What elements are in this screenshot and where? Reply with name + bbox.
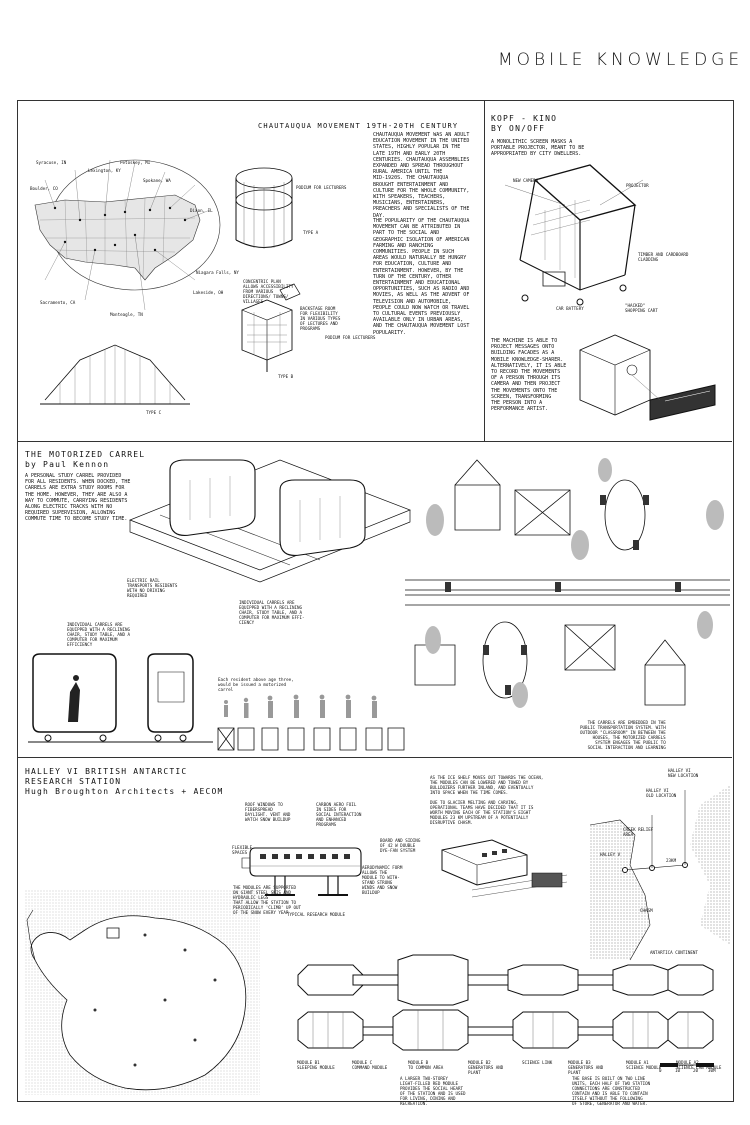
resident-figures-drawing (218, 694, 408, 756)
type-c-tent-drawing (40, 340, 190, 410)
label-car-battery: CAR BATTERY (556, 306, 584, 311)
label-chasm: CHASM (640, 908, 653, 913)
city-label-monteagle: Monteagle, TN (110, 312, 143, 317)
scale-bar (660, 1063, 714, 1067)
scale-label-20: 20 (693, 1068, 699, 1073)
divider-carrel-halley (17, 757, 732, 758)
label-module-a2: MODULE A2 SCIENCE LAB MODULE (676, 1060, 722, 1070)
city-label-petoskey: Petoskey, MI (120, 160, 151, 165)
label-typical-module: TYPICAL RESEARCH MODULE (287, 912, 345, 917)
city-label-spokane: Spokane, WA (143, 178, 171, 183)
research-module-drawing (240, 840, 370, 910)
chautauqua-text-1: CHAUTAUQUA MOVEMENT WAS AN ADULT EDUCATI… (373, 132, 470, 219)
label-halley-vi-old: HALLEY VI OLD LOCATION (646, 788, 677, 798)
label-backstage: BACKSTAGE ROOM FOR FLEXIBILITY IN VARIOU… (300, 306, 341, 331)
city-label-sacramento: Sacramento, CA (40, 300, 76, 305)
station-plan-drawing (293, 955, 723, 1055)
carrel-heading: THE MOTORIZED CARREL by Paul Kennon (25, 450, 146, 469)
type-b-pavilion-drawing (232, 280, 302, 375)
scale-label-0: 0 (659, 1068, 662, 1073)
kino-projection-drawing (570, 330, 725, 430)
label-carrels-embedded: THE CARRELS ARE EMBEDDED IN THE PUBLIC T… (580, 720, 666, 750)
city-label-dixon: Dixon, IL (190, 208, 213, 213)
label-concentric-plan: CONCENTRIC PLAN ALLOWS ACCESSIBILITY FRO… (243, 279, 294, 304)
type-a-tent-drawing (234, 160, 294, 260)
label-podium-2: PODIUM FOR LECTURERS (325, 335, 376, 340)
city-label-lakeside: Lakeside, OH (193, 290, 224, 295)
label-module-b2: MODULE B2 GENERATORS AND PLANT (468, 1060, 504, 1075)
label-individual-carrels-1: INDIVIDUAL CARRELS ARE EQUIPPED WITH A R… (239, 600, 305, 625)
label-type-c: TYPE C (146, 410, 162, 415)
label-type-b: TYPE B (278, 374, 294, 379)
label-23km: 23KM (666, 858, 677, 863)
label-each-resident: Each resident above age three, would be … (218, 677, 294, 692)
halley-heading: HALLEY VI BRITISH ANTARCTIC RESEARCH STA… (25, 767, 224, 796)
label-larger-module: A LARGER TWO-STOREY LIGHT-FILLED RED MOD… (400, 1076, 466, 1106)
label-ice-shelf: AS THE ICE SHELF MOVES OUT TOWARDS THE O… (430, 775, 544, 795)
carrel-isometric-drawing (130, 460, 410, 580)
antarctica-map (25, 890, 260, 1095)
kino-cart-drawing (505, 160, 645, 310)
us-map-diagram (25, 150, 225, 330)
divider-chautauqua-kino (484, 100, 485, 441)
label-science-link: SCIENCE LINK (522, 1060, 553, 1065)
label-module-b3: MODULE B3 GENERATORS AND PLANT (568, 1060, 604, 1075)
label-board-siding: BOARD AND SIDING OF 42 W DOUBLE DYE-FAN … (380, 838, 421, 853)
city-label-lexington: Syracuse, IN (36, 160, 67, 165)
carrel-elevation-drawing (28, 652, 218, 752)
label-flexible-spaces: FLEXIBLE SPACES (232, 845, 253, 855)
chautauqua-text-2: THE POPULARITY OF THE CHAUTAUQUA MOVEMEN… (373, 218, 470, 336)
label-carbon-aerofoil: CARBON AERO FOIL IN SIDES FOR SOCIAL INT… (316, 802, 362, 827)
label-module-a1: MODULE A1 SCIENCE MODULE (626, 1060, 662, 1070)
towed-module-drawing (432, 835, 572, 905)
scale-label-10: 10 (675, 1068, 681, 1073)
city-label-boulder: Boulder, CO (30, 186, 58, 191)
label-module-b1: MODULE B1 SLEEPING MODULE (297, 1060, 335, 1070)
kino-heading: KOPF - KINO BY ON/OFF (491, 114, 558, 133)
halley-location-map (590, 785, 730, 960)
label-creek-relief: CREEK RELIEF AREA (623, 827, 654, 837)
label-projector: PROJECTOR (626, 183, 649, 188)
city-label-syracuse: Lexington, KY (88, 168, 121, 173)
label-module-c: MODULE C COMMAND MODULE (352, 1060, 388, 1070)
kino-text-1: A MONOLITHIC SCREEN MASKS A PORTABLE PRO… (491, 139, 585, 158)
city-label-niagara: Niagara Falls, NY (196, 270, 239, 275)
label-halley-v: HALLEY V (600, 852, 621, 857)
scale-label-30m: 30M (708, 1068, 716, 1073)
label-module-b: MODULE B TO COMMON AREA (408, 1060, 444, 1070)
carrel-text: A PERSONAL STUDY CARREL PROVIDED FOR ALL… (25, 473, 131, 523)
label-new-camera: NEW CAMERA (513, 178, 539, 183)
divider-chautauqua-carrel (17, 441, 732, 442)
page-title: MOBILE KNOWLEDGE (498, 50, 744, 70)
poster-frame (17, 100, 734, 1102)
label-podium-1: PODIUM FOR LECTURERS (296, 185, 347, 190)
label-timber-cladding: TIMBER AND CARDBOARD CLADDING (638, 252, 689, 262)
label-electric-rail: ELECTRIC RAIL TRANSPORTS RESIDENTS WITH … (127, 578, 178, 598)
label-aerodynamic: AERODYNAMIC FORM ALLOWS THE MODULE TO WI… (362, 865, 403, 895)
label-roof-windows: ROOF WINDOWS TO FIBERSPREAD DAYLIGHT. VE… (245, 802, 291, 822)
label-hacked-cart: "HACKED" SHOPPING CART (625, 303, 658, 313)
label-halley-vi-new: HALLEY VI NEW LOCATION (668, 768, 699, 778)
label-base-units: THE BASE IS BUILT ON TWO LINE UNITS, EAC… (572, 1076, 651, 1106)
carrel-neighborhood-plan (405, 458, 730, 708)
chautauqua-heading: CHAUTAUQUA MOVEMENT 19TH-20TH CENTURY (258, 122, 459, 130)
label-individual-carrels-2: INDIVIDUAL CARRELS ARE EQUIPPED WITH A R… (67, 622, 131, 647)
label-glacier: DUE TO GLACIER MELTING AND CARVING, OPER… (430, 800, 534, 825)
label-antarctica-continent: ANTARTICA CONTINENT (650, 950, 698, 955)
kino-text-2: THE MACHINE IS ABLE TO PROJECT MESSAGES … (491, 338, 567, 413)
label-type-a: TYPE A (303, 230, 319, 235)
